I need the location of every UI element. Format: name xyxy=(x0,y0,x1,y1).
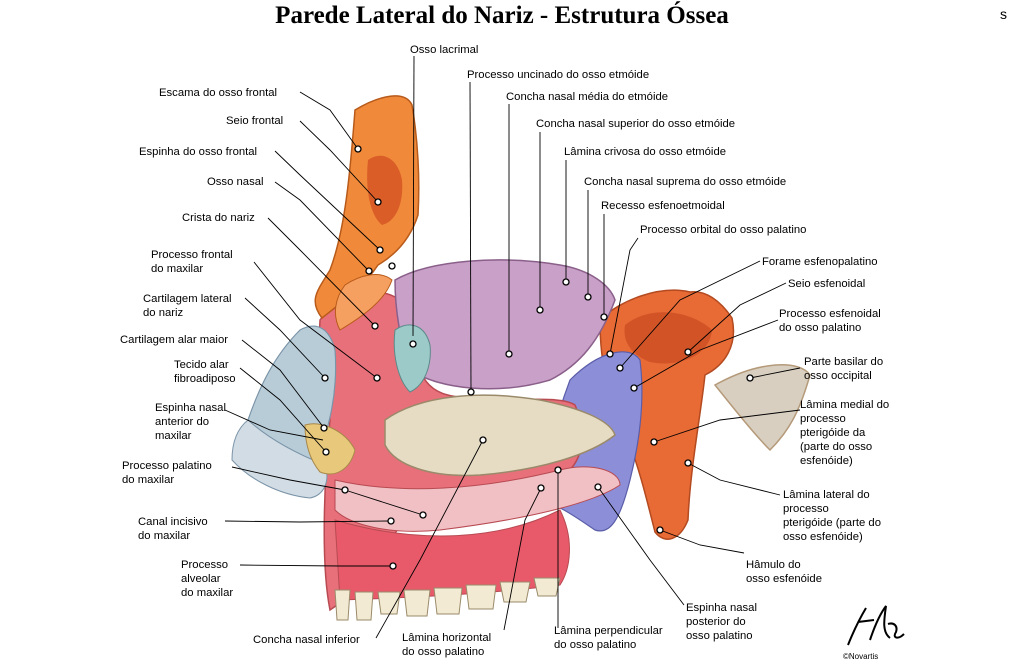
label-concha-superior: Concha nasal superior do osso etmóide xyxy=(536,118,736,130)
label-escama: Escama do osso frontal xyxy=(159,87,278,99)
diagram-title: Parede Lateral do Nariz - Estrutura Ósse… xyxy=(275,2,729,29)
label-concha-media: Concha nasal média do etmóide xyxy=(506,91,669,103)
lacrimal-shape xyxy=(393,324,431,393)
label-processo-orbital: Processo orbital do osso palatino xyxy=(640,224,807,236)
label-seio-esfenoidal: Seio esfenoidal xyxy=(788,278,866,290)
label-concha-suprema: Concha nasal suprema do osso etmóide xyxy=(584,176,787,188)
alar-cartilage-shape xyxy=(231,419,328,499)
label-seio-frontal: Seio frontal xyxy=(226,115,284,127)
label-crista: Crista do nariz xyxy=(182,212,255,224)
leader-lines xyxy=(224,55,801,639)
frontal-sinus-shape xyxy=(367,155,403,225)
label-recesso: Recesso esfenoetmoidal xyxy=(601,200,725,212)
label-forame: Forame esfenopalatino xyxy=(762,256,878,268)
artist-signature xyxy=(847,605,905,646)
label-osso-lacrimal: Osso lacrimal xyxy=(410,44,479,56)
label-dots xyxy=(320,145,754,570)
inferior-concha-shape xyxy=(384,394,616,477)
copyright: ©Novartis xyxy=(843,652,879,661)
label-processo-uncinado: Processo uncinado do osso etmóide xyxy=(467,69,650,81)
label-osso-nasal: Osso nasal xyxy=(207,176,264,188)
occipital-basilar-shape xyxy=(713,364,811,452)
frontal-bone-shape xyxy=(314,95,420,320)
label-cartilagem-alar: Cartilagem alar maior xyxy=(120,334,228,346)
stray-mark: s xyxy=(1000,6,1007,22)
label-espinha-frontal: Espinha do osso frontal xyxy=(139,146,258,158)
nasal-bone-shape xyxy=(334,274,393,331)
label-lamina-crivosa: Lâmina crivosa do osso etmóide xyxy=(564,146,727,158)
septal-cartilage-shape xyxy=(304,423,356,475)
label-concha-inferior: Concha nasal inferior xyxy=(253,634,360,646)
teeth xyxy=(334,577,561,621)
hard-palate-shape xyxy=(334,466,621,532)
